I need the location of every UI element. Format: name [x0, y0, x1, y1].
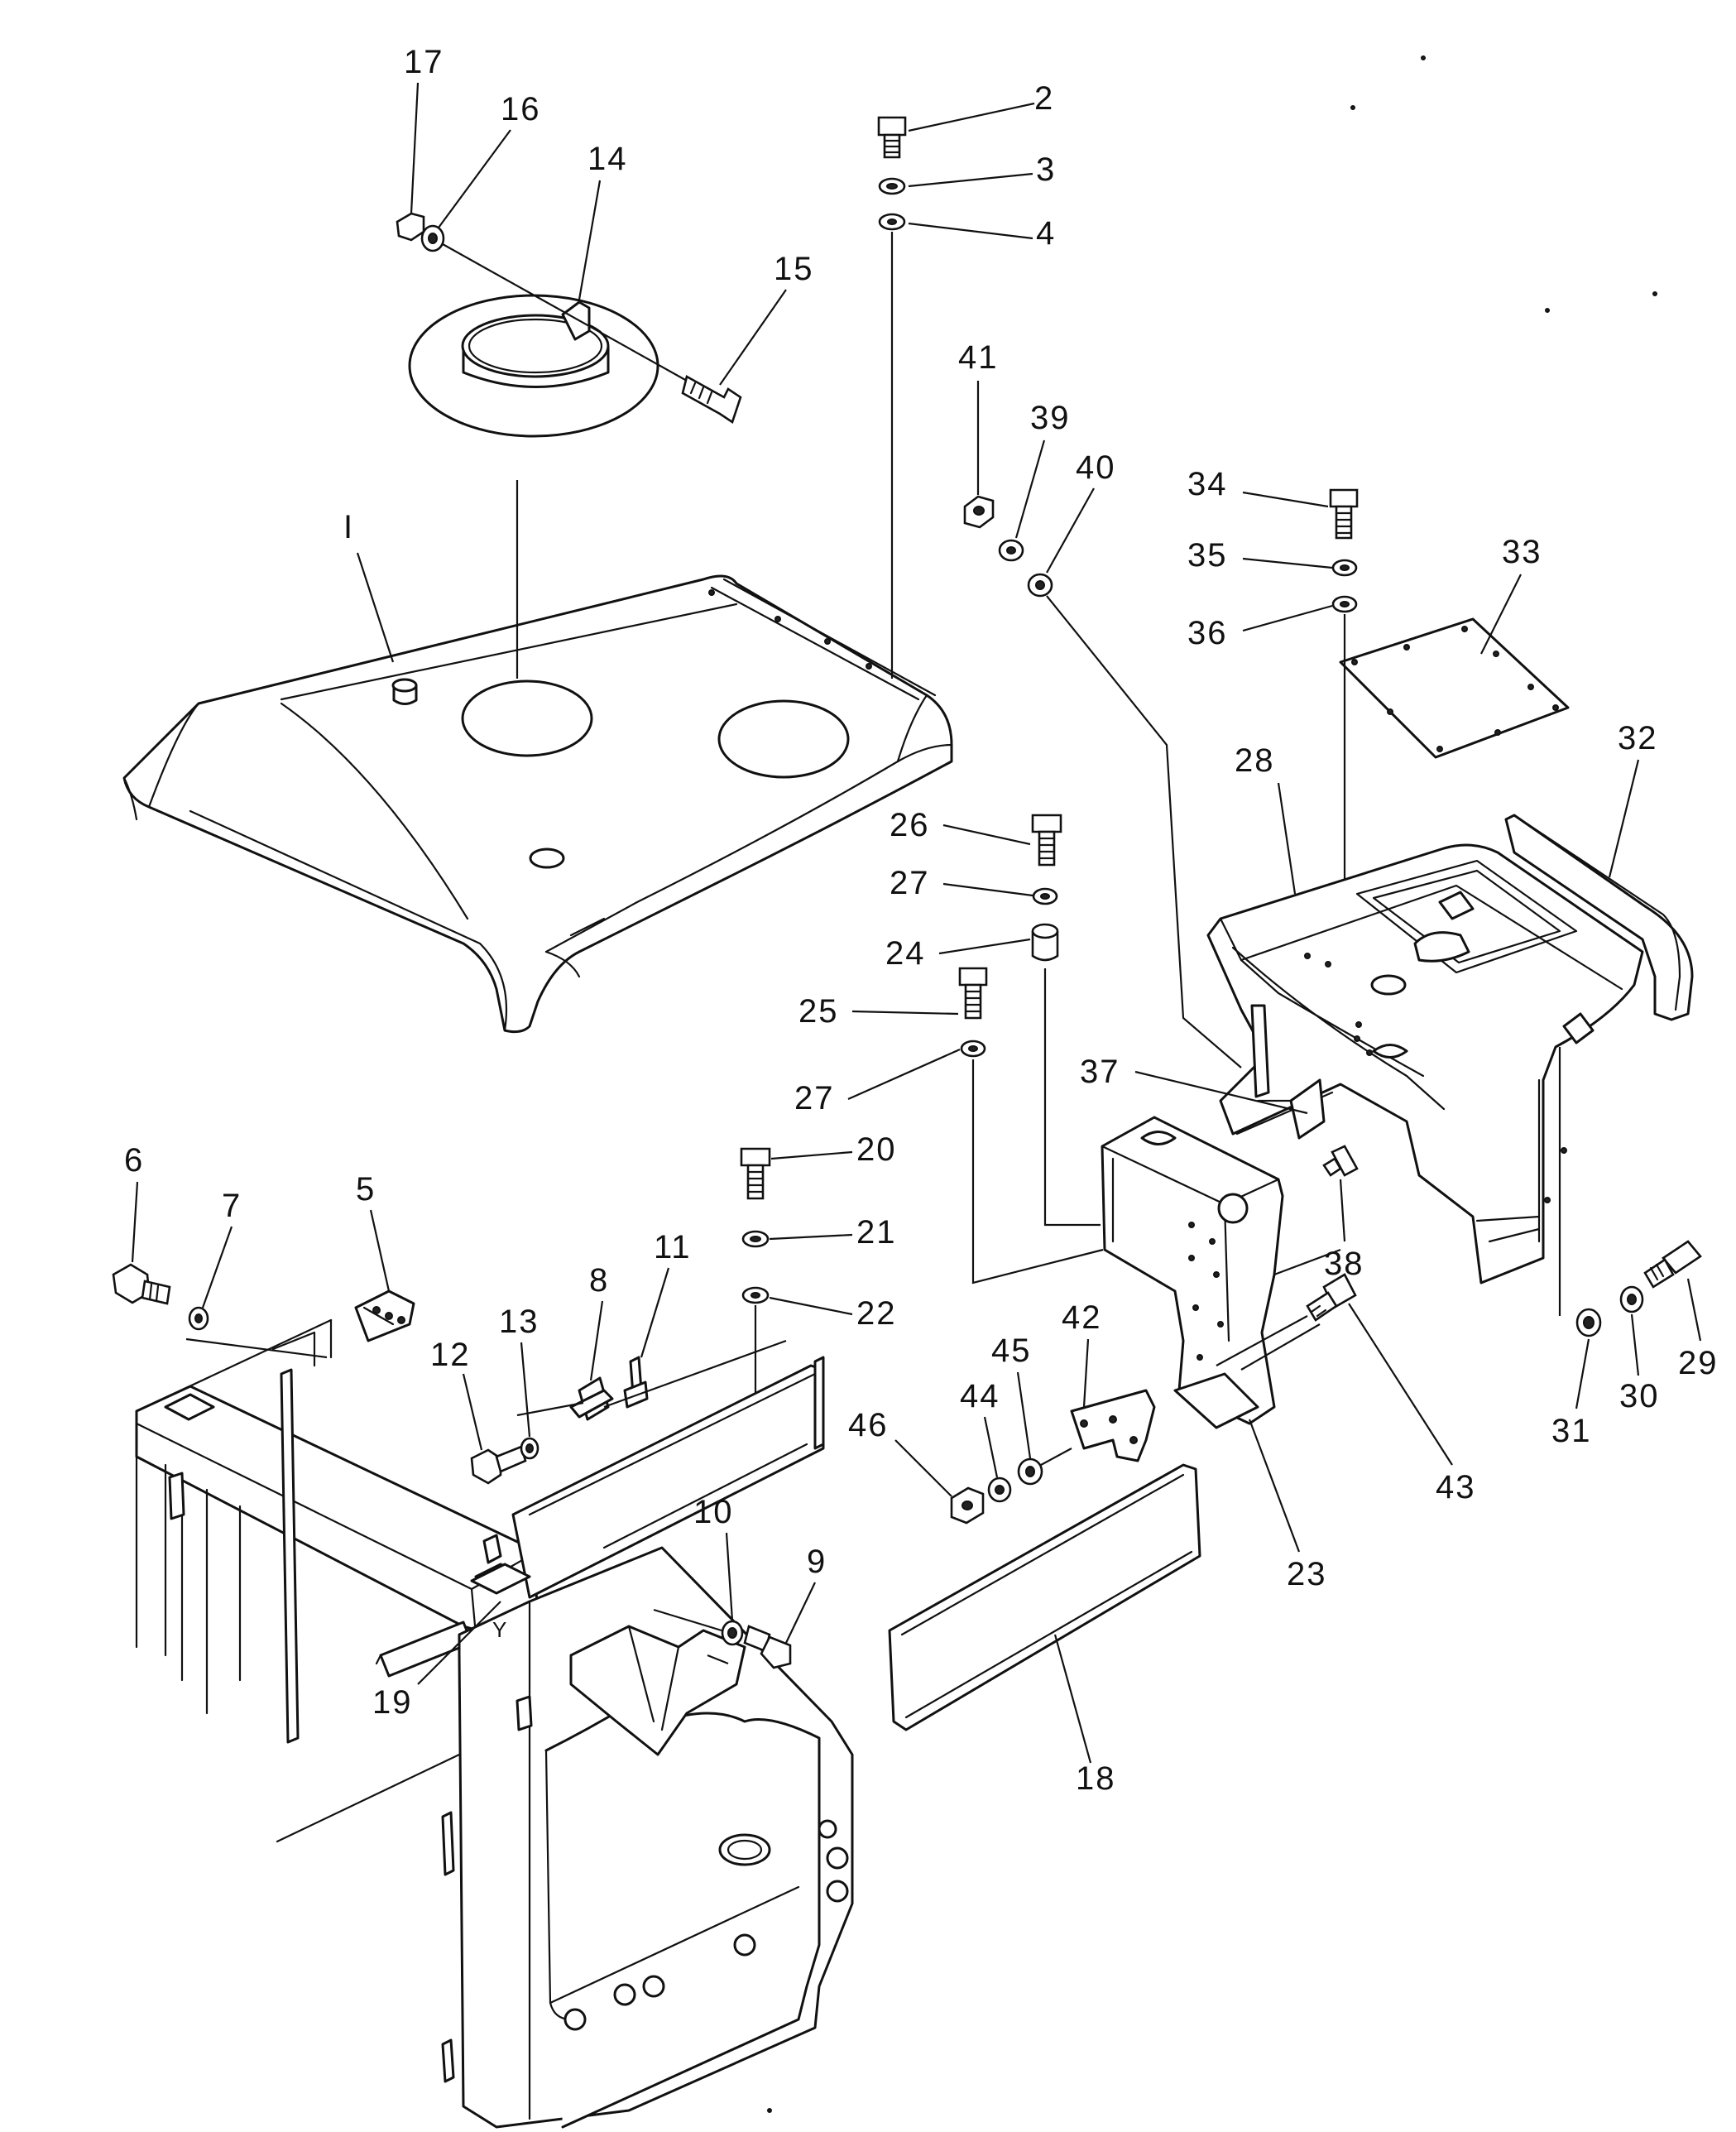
- fasteners-15-16-17: [396, 212, 742, 679]
- bolt-part-38: [1322, 1145, 1359, 1177]
- callout-44: 44: [960, 1378, 1000, 1414]
- callout-34: 34: [1187, 466, 1228, 502]
- callout-31: 31: [1551, 1413, 1592, 1449]
- callout-45: 45: [991, 1332, 1032, 1369]
- callout-22: 22: [856, 1295, 897, 1332]
- callout-7: 7: [222, 1188, 242, 1224]
- frame-rail-part-32: [1504, 814, 1694, 1021]
- cover-plate-part-33: [1339, 617, 1570, 759]
- callout-27b: 27: [794, 1080, 835, 1116]
- callout-21: 21: [856, 1214, 897, 1251]
- fasteners-29-30-31: [1558, 1047, 1702, 1337]
- bolt-stack-20-21-22: [740, 1147, 771, 1465]
- fasteners-9-10: [653, 1608, 792, 1669]
- callout-18: 18: [1076, 1760, 1116, 1797]
- frame-stamp-mark: Y: [492, 1617, 506, 1642]
- callout-10: 10: [693, 1494, 734, 1530]
- callout-12: 12: [430, 1337, 471, 1373]
- callout-30: 30: [1619, 1378, 1660, 1414]
- hood-cover-part-1: [122, 574, 953, 1034]
- callout-14: 14: [587, 141, 628, 177]
- bolt-stack-2-3-4: [877, 116, 907, 679]
- fasteners-6-7: [112, 1263, 209, 1331]
- callout-16: 16: [501, 91, 541, 127]
- fasteners-44-45-46: [950, 1448, 1072, 1525]
- support-bracket-part-23: [1101, 1116, 1341, 1429]
- callout-11: 11: [654, 1229, 692, 1265]
- callout-38: 38: [1324, 1246, 1364, 1282]
- left-frame-assembly: Y: [135, 1289, 854, 2129]
- callout-29: 29: [1678, 1345, 1719, 1381]
- callout-5: 5: [356, 1171, 376, 1208]
- callout-41: 41: [958, 339, 999, 376]
- callout-19: 19: [372, 1684, 413, 1721]
- callout-3: 3: [1036, 151, 1056, 188]
- callout-6: 6: [124, 1142, 144, 1179]
- bolt-stack-24-27: [958, 814, 1104, 1284]
- callout-26: 26: [890, 807, 930, 843]
- callout-42: 42: [1062, 1299, 1102, 1336]
- callout-13: 13: [499, 1304, 540, 1340]
- callout-labels: I 2 3 4 5 6 7 8 9 10 11 12 13 14 15 16 1…: [124, 44, 1719, 1797]
- callout-2: 2: [1034, 80, 1054, 117]
- housing-part-28: [1206, 843, 1644, 1284]
- ring-flange-part-14: [408, 294, 659, 438]
- callout-23: 23: [1287, 1556, 1327, 1592]
- callout-9: 9: [807, 1544, 827, 1580]
- callout-20: 20: [856, 1131, 897, 1168]
- callout-46: 46: [848, 1407, 889, 1443]
- callout-35: 35: [1187, 537, 1228, 574]
- panel-part-18: [888, 1463, 1201, 1731]
- callout-24: 24: [885, 935, 926, 972]
- callout-15: 15: [774, 251, 814, 287]
- bolt-stack-34-35-36: [1329, 488, 1359, 902]
- bolt-part-43: [1216, 1273, 1357, 1366]
- callout-43: 43: [1436, 1469, 1476, 1505]
- callout-25: 25: [798, 993, 839, 1030]
- bracket-part-42: [1070, 1389, 1156, 1462]
- callout-37: 37: [1080, 1054, 1120, 1090]
- callout-36: 36: [1187, 615, 1228, 651]
- callout-40: 40: [1076, 449, 1116, 486]
- callout-27a: 27: [890, 865, 930, 901]
- callout-8: 8: [589, 1262, 609, 1299]
- callout-4: 4: [1036, 215, 1056, 252]
- callout-32: 32: [1618, 720, 1658, 756]
- callout-1: I: [343, 509, 354, 545]
- scan-specks: [767, 55, 1657, 2113]
- callout-28: 28: [1235, 742, 1275, 779]
- callout-17: 17: [404, 44, 444, 80]
- callout-39: 39: [1030, 400, 1071, 436]
- fasteners-39-40-41: [963, 495, 1242, 1068]
- bracket-part-37: [1256, 1078, 1326, 1140]
- callout-33: 33: [1502, 534, 1542, 570]
- fasteners-12-13: [470, 1437, 540, 1485]
